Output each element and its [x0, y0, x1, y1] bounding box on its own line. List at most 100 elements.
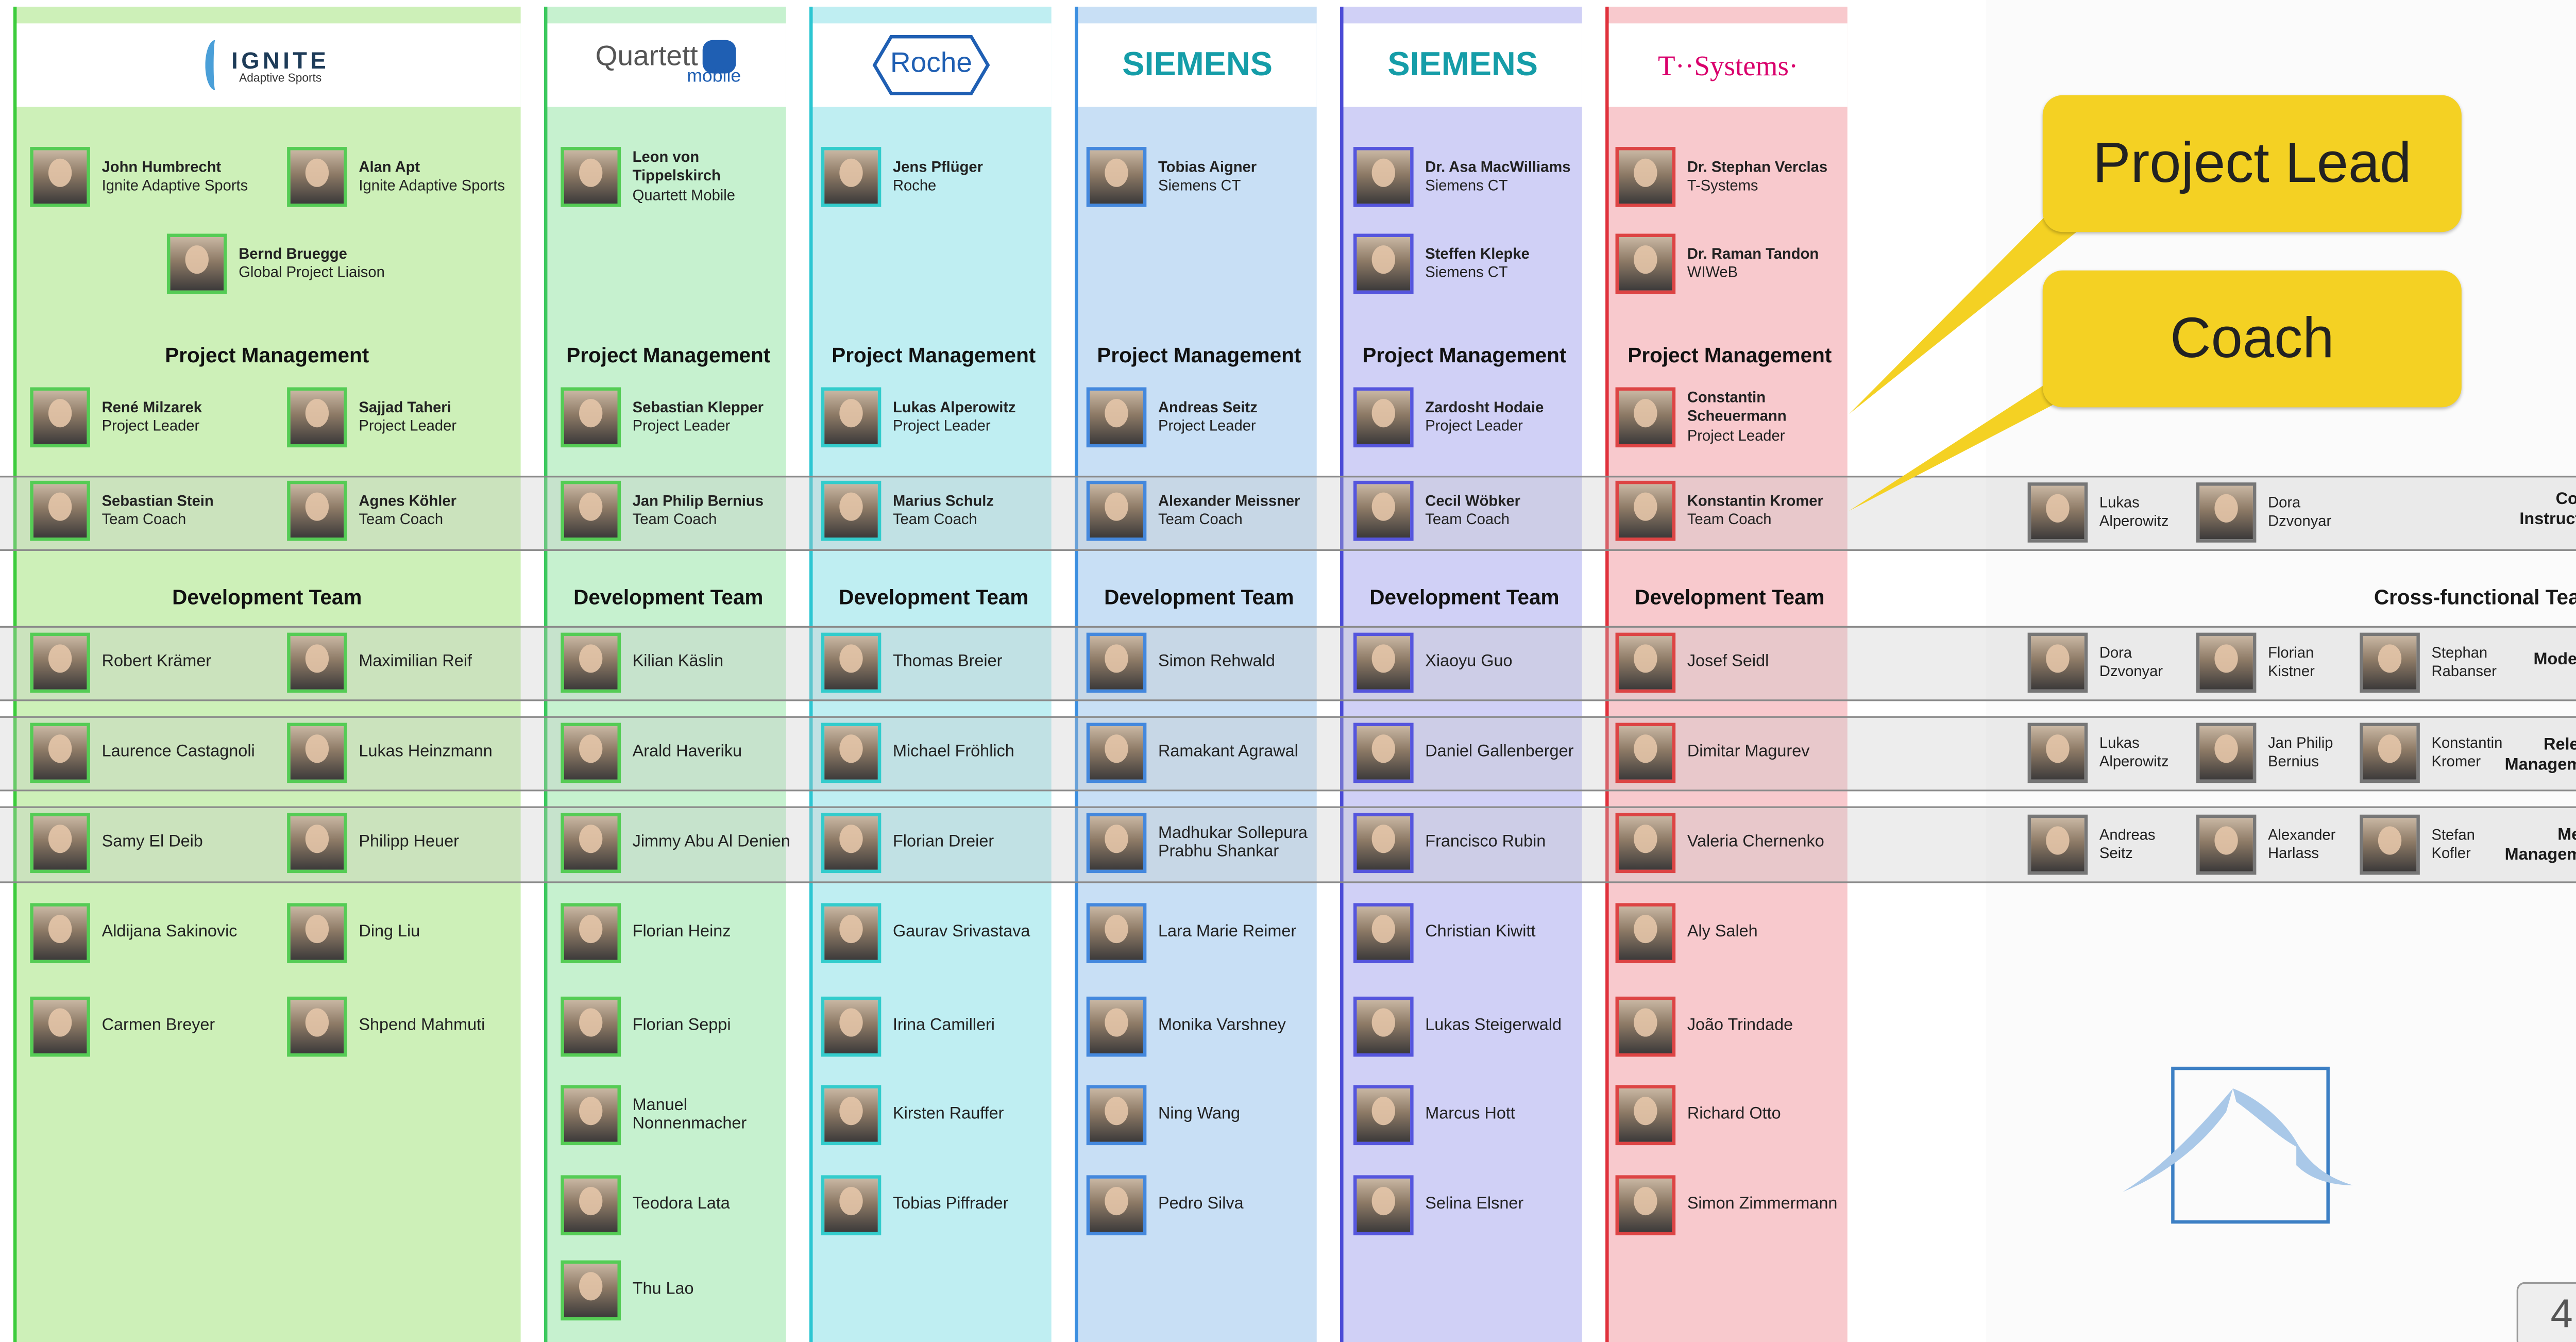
person-text: Marcus Hott [1425, 1105, 1515, 1125]
team-member: Monika Varshney [1086, 995, 1286, 1059]
person-role: Project Leader [1425, 417, 1523, 434]
person-name: Shpend Mahmuti [359, 1017, 485, 1036]
person-name: Irina Camilleri [892, 1017, 995, 1036]
person-text: Simon Rehwald [1158, 653, 1275, 672]
person-text: Robert Krämer [102, 653, 211, 672]
avatar [561, 1085, 621, 1146]
section-development-team: Development Team [1104, 585, 1294, 610]
person-name: Ding Liu [359, 924, 420, 942]
person-name: Christian Kiwitt [1425, 924, 1536, 942]
section-project-management: Project Management [165, 344, 369, 367]
person-text: João Trindade [1687, 1017, 1793, 1036]
avatar [2027, 632, 2088, 693]
person-name: Samy El Deib [101, 833, 203, 852]
avatar [30, 723, 90, 783]
avatar [287, 147, 347, 207]
band-coach [0, 476, 2576, 551]
section-project-management: Project Management [1628, 344, 1832, 367]
team-member: Lukas Steigerwald [1353, 995, 1562, 1059]
section-development-team: Development Team [573, 585, 764, 610]
avatar [1615, 903, 1676, 964]
avatar [287, 903, 347, 964]
avatar [2360, 723, 2420, 783]
person-text: Samy El Deib [102, 833, 203, 852]
avatar [561, 996, 621, 1057]
cross-team-member: Jan Philip Bernius [2196, 721, 2355, 784]
person-name: Tobias Aigner [1158, 158, 1257, 175]
person-text: Teodora Lata [633, 1196, 730, 1215]
avatar [1353, 480, 1414, 541]
avatar [821, 996, 882, 1057]
person-role: Team Coach [892, 511, 977, 528]
avatar [1615, 480, 1676, 541]
person-name: Kilian Käslin [632, 653, 724, 672]
avatar [1086, 1175, 1147, 1236]
person-role: WIWeB [1687, 263, 1738, 281]
team-member: Kirsten Rauffer [821, 1083, 1004, 1147]
logo-area-siemens1 [1078, 23, 1317, 107]
avatar [1615, 723, 1676, 783]
avatar [2196, 814, 2257, 875]
avatar [561, 480, 621, 541]
person-role: Siemens CT [1425, 177, 1508, 194]
avatar [1086, 632, 1147, 693]
cross-team-member: Stefan Kofler [2360, 813, 2518, 876]
quartett-logo-sub: mobile [687, 66, 741, 87]
logo-area-tsystems [1608, 23, 1848, 107]
person-name: John Humbrecht [101, 158, 222, 175]
person-text: Lukas Heinzmann [359, 743, 492, 762]
person-text: Maximilian Reif [359, 653, 472, 672]
avatar [2360, 632, 2420, 693]
person-name: Aldijana Sakinovic [101, 924, 238, 942]
ignite-logo-name: IGNITE [231, 46, 330, 73]
avatar [561, 813, 621, 874]
person-name: Teodora Lata [632, 1196, 730, 1214]
person-text: Philipp Heuer [359, 833, 459, 852]
cross-team-member: Dora Dzvonyar [2027, 631, 2187, 694]
roche-logo-hexagon [872, 35, 990, 95]
team-member: Dimitar Magurev [1615, 721, 1809, 784]
team-member: Aly Saleh [1615, 901, 1758, 965]
person-name: Pedro Silva [1158, 1196, 1244, 1214]
team-member: Daniel Gallenberger [1353, 721, 1573, 784]
avatar [30, 996, 90, 1057]
person-text: Selina Elsner [1425, 1196, 1523, 1215]
person-name: Josef Seidl [1687, 653, 1769, 672]
person-role: Siemens CT [1425, 263, 1508, 281]
person-name: Sebastian Stein [101, 491, 214, 509]
person-name: Bernd Bruegge [239, 244, 347, 261]
person-name: Agnes Köhler [359, 491, 456, 509]
avatar [287, 480, 347, 541]
row-label-release-management: Release Management [2504, 736, 2576, 775]
section-development-team: Development Team [1369, 585, 1560, 610]
avatar [1086, 813, 1147, 874]
person-name: Zardosht Hodaie [1425, 398, 1544, 415]
team-member: Maximilian Reif [287, 631, 472, 694]
row-label-merge-management: Merge Management [2504, 826, 2576, 865]
team-member: Robert Krämer [30, 631, 211, 694]
person-text: Ning Wang [1158, 1105, 1240, 1125]
person-name: Stephan Rabanser [2431, 644, 2497, 680]
person-role: Team Coach [1687, 511, 1772, 528]
avatar [1086, 147, 1147, 207]
team-member: Madhukar Sollepura Prabhu Shankar [1086, 811, 1318, 875]
person-name: Francisco Rubin [1425, 833, 1546, 852]
team-member: Simon Zimmermann [1615, 1173, 1837, 1237]
team-member: Florian Seppi [561, 995, 731, 1059]
project-lead-callout: Project Lead [2042, 95, 2462, 232]
person-text: Gaurav Srivastava [893, 924, 1030, 943]
